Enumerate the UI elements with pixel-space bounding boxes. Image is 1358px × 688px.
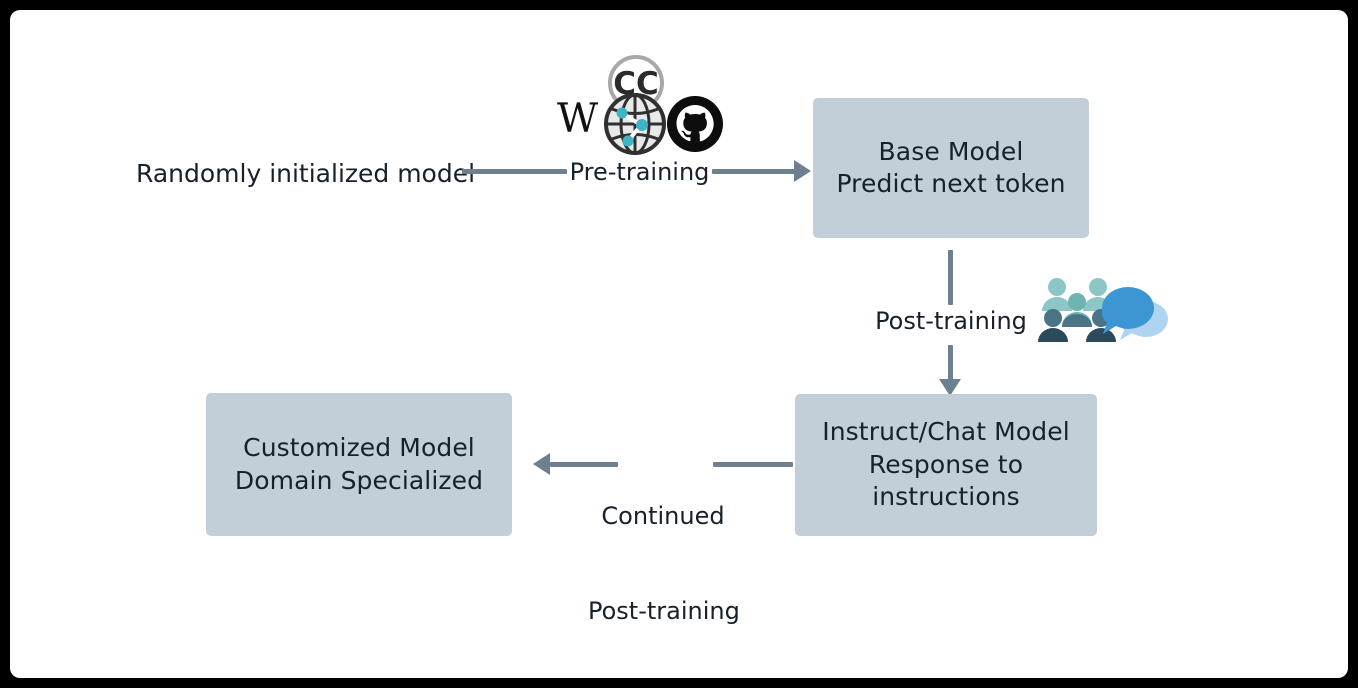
continued-post-training-line-left [550,462,618,467]
post-training-line-bottom [948,345,953,381]
globe-web-icon [601,90,669,162]
base-model-line2: Predict next token [836,169,1066,198]
node-customized-model[interactable]: Customized Model Domain Specialized [206,393,512,536]
pre-training-line-left [462,169,567,174]
continued-post-training-label-line1: Continued [601,502,725,531]
continued-post-training-arrowhead [533,453,550,475]
customized-model-line2: Domain Specialized [234,465,484,495]
base-model-line1: Base Model [878,136,1024,166]
post-training-label: Post-training [875,307,1027,335]
people-group-icon [1038,278,1116,342]
post-training-line-top [948,250,953,305]
pre-training-label: Pre-training [569,158,710,186]
wikipedia-icon: W [557,96,599,142]
customized-model-line1: Customized Model [243,433,475,462]
github-icon [667,96,723,156]
people-chat-icon-cluster [1036,275,1178,355]
speech-bubble-icon [1102,287,1168,340]
continued-post-training-label-line2: Post-training [588,597,740,626]
data-sources-icon-cluster: W CC [555,52,730,157]
diagram-canvas: W CC [10,10,1348,678]
node-instruct-chat-model[interactable]: Instruct/Chat Model Response to instruct… [795,394,1097,536]
instruct-chat-model-line2: Response to instructions [868,449,1024,512]
pre-training-arrowhead [794,160,811,182]
node-base-model[interactable]: Base Model Predict next token [813,98,1089,238]
post-training-arrowhead [939,379,961,396]
continued-post-training-line-right [713,462,793,467]
continued-post-training-label: Continued Post-training [588,438,740,678]
randomly-initialized-model-label: Randomly initialized model [136,159,476,188]
instruct-chat-model-line1: Instruct/Chat Model [822,417,1070,447]
pre-training-line-right [712,169,795,174]
